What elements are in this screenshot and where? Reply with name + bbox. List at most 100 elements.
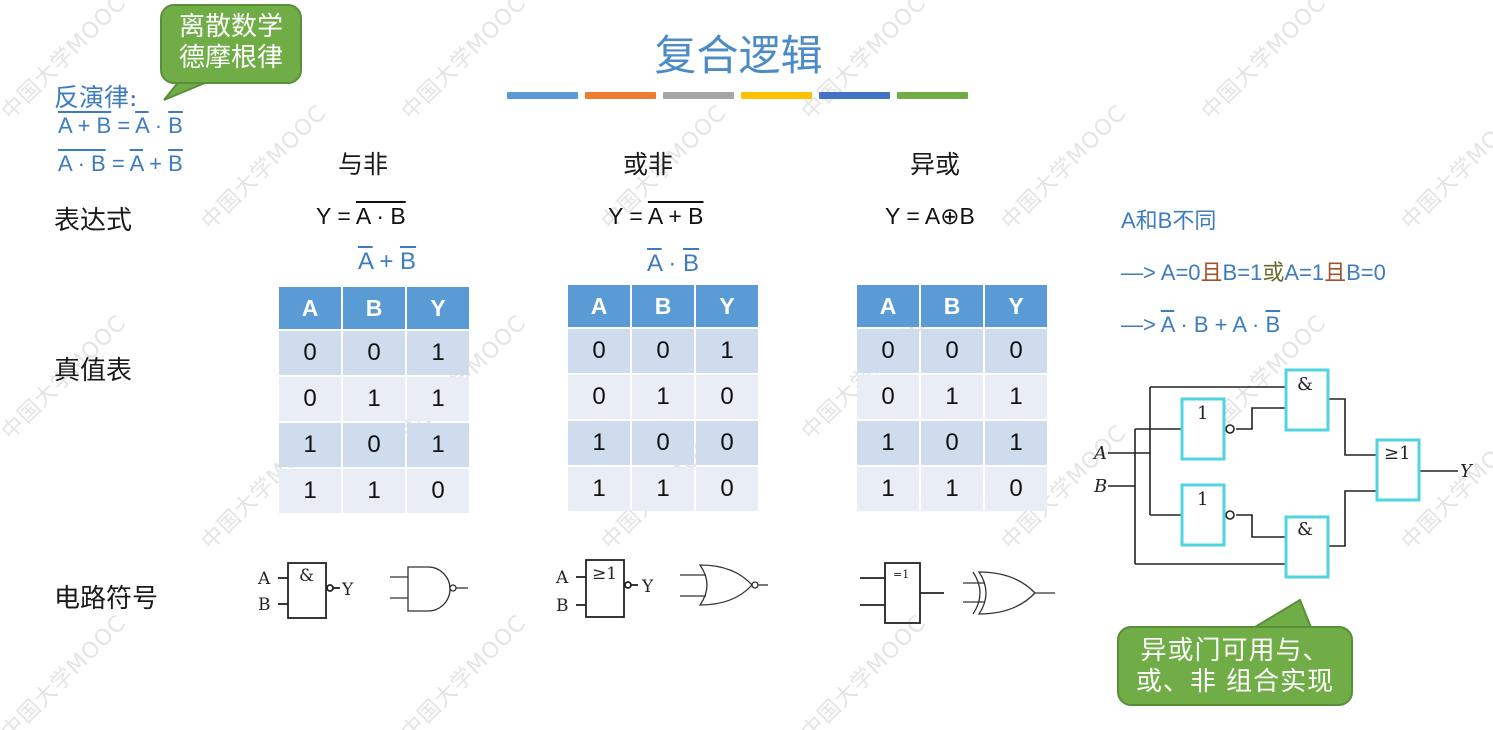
xor-expression: Y = A⊕B [885,203,975,229]
expr-term: B [400,248,417,275]
table-cell: 0 [921,329,983,373]
expr-term: A [1160,312,1175,337]
table-cell: 1 [279,423,341,467]
table-row: 1 0 1 [279,423,469,467]
nand-box-symbol [287,562,327,619]
table-cell: 0 [568,329,630,373]
table-cell: 1 [407,331,469,375]
gate-label: ≥1 [592,564,617,584]
expr-operator: + [379,248,394,275]
table-cell: 1 [343,377,405,421]
slide-title: 复合逻辑 [654,31,823,80]
nor-expression: Y = A + B [608,203,704,230]
xor-explain-line-2: —> A=0且B=1或A=1且B=0 [1121,255,1386,287]
table-cell: 0 [343,331,405,375]
watermark-text: 中国大学MOOC [0,610,132,730]
law-operator: · [154,113,163,138]
table-cell: 0 [985,467,1047,511]
xor-circuit-diagram: 1 1 & & ≥1 A B Y [1092,368,1474,579]
nor-gate-symbol [680,564,768,606]
law-term: A [129,151,144,176]
and-gate-1 [1284,368,1330,432]
law-lhs: A + B [58,113,112,138]
input-label-b: B [1093,476,1107,497]
color-bar-segment [585,92,656,99]
table-cell: 0 [568,375,630,419]
expr-term: A [358,248,373,275]
condition: B=0 [1346,260,1386,285]
xor-symbols: =1 [860,562,1055,624]
color-bar-segment [663,92,734,99]
table-row: 0 1 1 [279,377,469,421]
not-gate-1 [1180,397,1226,461]
table-header: Y [696,285,758,327]
table-header: B [632,285,694,327]
arrow-text: —> [1121,260,1156,285]
and-gate-2 [1284,515,1330,579]
table-row: 1 0 0 [568,421,758,465]
row-label-truth-table: 真值表 [54,356,133,386]
table-cell: 1 [857,467,919,511]
row-label-expression: 表达式 [54,206,133,236]
table-header: A [568,285,630,327]
table-cell: 1 [279,469,341,513]
table-cell: 0 [857,375,919,419]
callout-line: 或、非 组合实现 [1135,667,1335,697]
table-header-row: A B Y [279,287,469,329]
input-label-a: A [555,568,569,588]
expr-term: B [1265,312,1281,337]
or-word: 或 [1262,260,1285,285]
and-word: 且 [1200,260,1223,285]
table-cell: 0 [279,377,341,421]
table-cell: 0 [407,469,469,513]
table-cell: 0 [632,329,694,373]
table-header: B [921,285,983,327]
table-cell: 0 [696,375,758,419]
table-cell: 1 [857,421,919,465]
table-cell: 0 [985,329,1047,373]
expr-operator: · [1251,312,1260,337]
arrow-text: —> [1121,312,1156,337]
expr-prefix: Y = [316,203,351,229]
not-gate-2 [1180,483,1226,547]
table-cell: 0 [696,421,758,465]
expr-operator: · [668,250,677,277]
and-word: 且 [1324,260,1347,285]
table-cell: 0 [279,331,341,375]
table-cell: 1 [985,421,1047,465]
table-header-row: A B Y [857,285,1047,327]
row-label-circuit-symbol: 电路符号 [54,584,159,614]
input-label-b: B [556,596,569,616]
condition: A=1 [1284,260,1325,285]
column-header-nand: 与非 [338,150,389,179]
color-bar-segment [819,92,890,99]
table-cell: 0 [343,423,405,467]
table-cell: 1 [568,467,630,511]
table-cell: 1 [632,467,694,511]
nand-truth-table: A B Y 0 0 1 0 1 1 1 0 1 1 1 0 [277,285,471,515]
watermark-text: 中国大学MOOC [197,100,332,235]
nand-gate-symbol [390,566,468,612]
not-gate-label: 1 [1197,489,1208,510]
xor-explain-line-1: A和B不同 [1121,208,1217,233]
and-gate-label: & [1297,374,1313,395]
input-label-b: B [258,595,271,615]
title-color-bar [507,92,968,99]
column-header-nor: 或非 [623,150,674,179]
table-cell: 1 [921,375,983,419]
table-cell: 1 [568,421,630,465]
table-row: 1 0 1 [857,421,1047,465]
expr-prefix: Y = [608,203,643,229]
color-bar-segment [741,92,812,99]
output-label-y: Y [641,577,654,597]
law-equals: = [111,151,125,176]
table-row: 1 1 0 [857,467,1047,511]
callout-line: 离散数学 [178,12,283,42]
callout-line: 德摩根律 [178,43,283,73]
column-header-xor: 异或 [910,150,961,179]
de-morgan-law-2: A · B = A + B [58,151,183,177]
expr-overlined: A · B [355,203,406,229]
nand-expression: Y = A · B [316,203,406,230]
table-cell: 1 [407,423,469,467]
gate-label: =1 [893,568,909,581]
